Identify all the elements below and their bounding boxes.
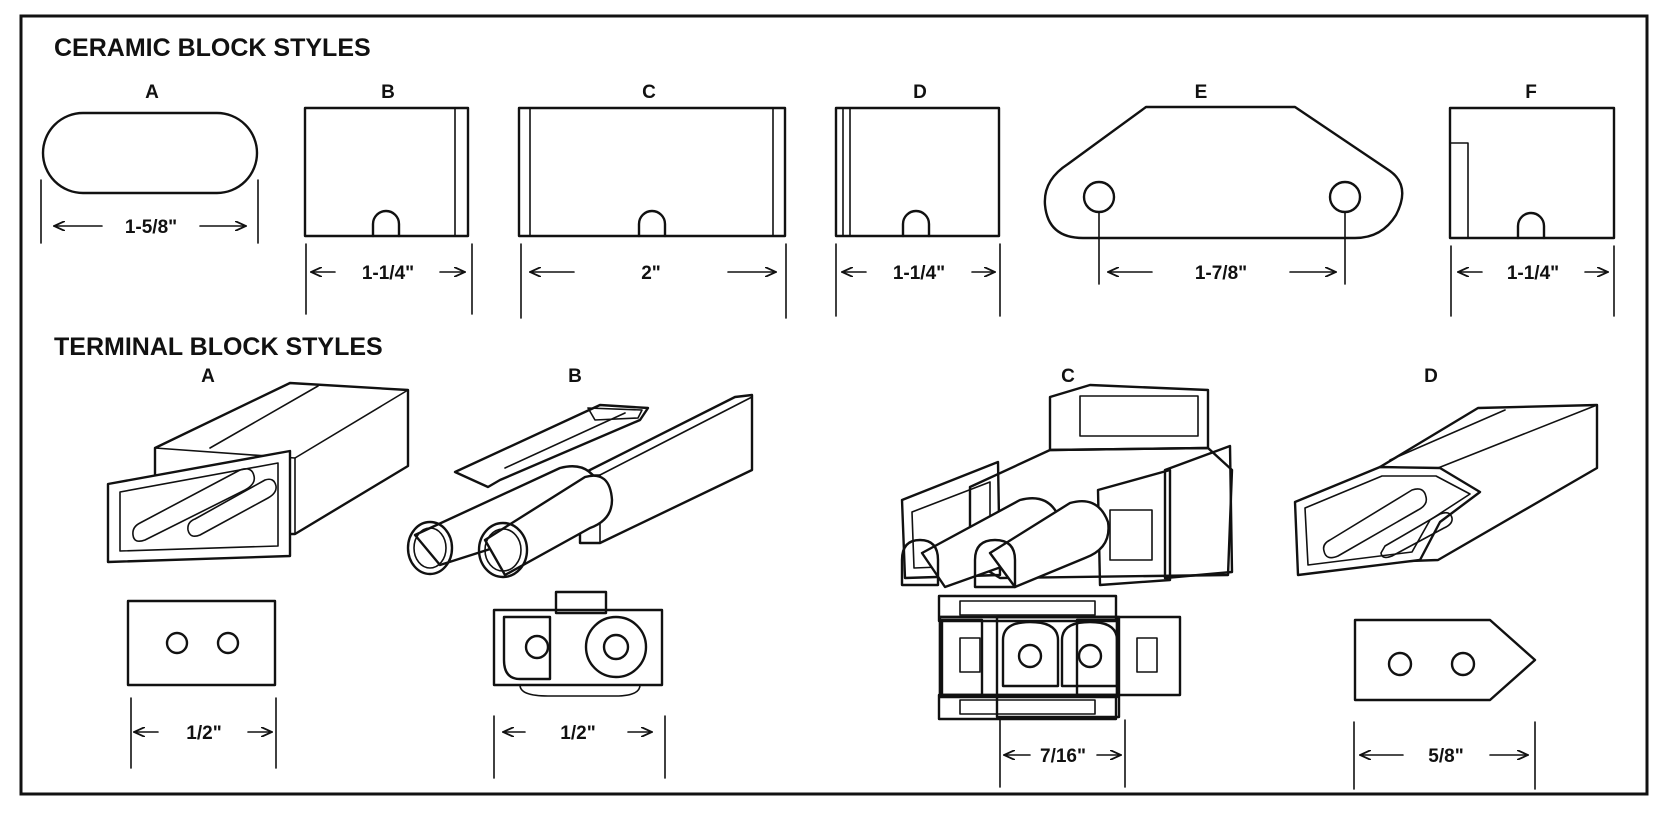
ceramic-c-dimension: 2" xyxy=(641,263,661,284)
mounting-hole xyxy=(1082,180,1116,214)
ceramic-style-f: F 1-1/4" xyxy=(1448,82,1616,317)
rect-block-shape xyxy=(834,106,1001,238)
rect-block-shape xyxy=(303,106,470,238)
barrel-end xyxy=(477,521,529,579)
terminal-c-dimension: 7/16" xyxy=(1040,746,1086,767)
ceramic-e-dimension: 1-7/8" xyxy=(1195,263,1247,284)
ceramic-f-letter: F xyxy=(1525,82,1537,103)
barrel-end xyxy=(973,538,1017,589)
tapered-plate-shape xyxy=(1043,105,1404,240)
ceramic-d-dimension: 1-1/4" xyxy=(893,263,945,284)
terminal-a-letter: A xyxy=(201,366,215,387)
terminal-style-d: D 5/8" xyxy=(1293,366,1599,790)
diagram-frame xyxy=(19,14,1649,796)
ceramic-heading: CERAMIC BLOCK STYLES xyxy=(54,34,371,62)
ceramic-b-letter: B xyxy=(381,82,395,103)
ceramic-style-a: A 1-5/8" xyxy=(40,82,259,244)
terminal-c-letter: C xyxy=(1061,366,1075,387)
barrel-end xyxy=(406,520,454,576)
ceramic-d-letter: D xyxy=(913,82,927,103)
terminal-style-b: B 1/2" xyxy=(406,366,754,779)
ceramic-style-c: C 2" xyxy=(517,82,787,319)
ceramic-style-d: D 1-1/4" xyxy=(834,82,1001,317)
ceramic-style-b: B 1-1/4" xyxy=(303,82,473,315)
terminal-c-face xyxy=(938,615,1182,697)
terminal-b-dimension: 1/2" xyxy=(560,723,595,744)
terminal-style-a: A 1/2" xyxy=(106,366,410,769)
terminal-d-face xyxy=(1353,618,1537,702)
mounting-hole xyxy=(1328,180,1362,214)
oval-block-shape xyxy=(41,111,259,195)
ceramic-b-dimension: 1-1/4" xyxy=(362,263,414,284)
terminal-d-dimension: 5/8" xyxy=(1428,746,1463,767)
ceramic-style-e: E 1-7/8" xyxy=(1043,82,1404,285)
rect-block-shape xyxy=(517,106,787,238)
terminal-b-letter: B xyxy=(568,366,582,387)
ceramic-c-letter: C xyxy=(642,82,656,103)
terminal-heading: TERMINAL BLOCK STYLES xyxy=(54,333,383,361)
ceramic-a-dimension: 1-5/8" xyxy=(125,217,177,238)
barrel-end xyxy=(900,538,940,587)
rect-block-shape xyxy=(1448,106,1616,240)
ceramic-e-letter: E xyxy=(1195,82,1208,103)
ceramic-f-dimension: 1-1/4" xyxy=(1507,263,1559,284)
terminal-d-letter: D xyxy=(1424,366,1438,387)
terminal-a-dimension: 1/2" xyxy=(186,723,221,744)
ceramic-a-letter: A xyxy=(145,82,159,103)
terminal-b-face xyxy=(492,608,664,687)
terminal-style-c: C 7/16" xyxy=(900,366,1234,788)
terminal-a-face xyxy=(126,599,277,687)
